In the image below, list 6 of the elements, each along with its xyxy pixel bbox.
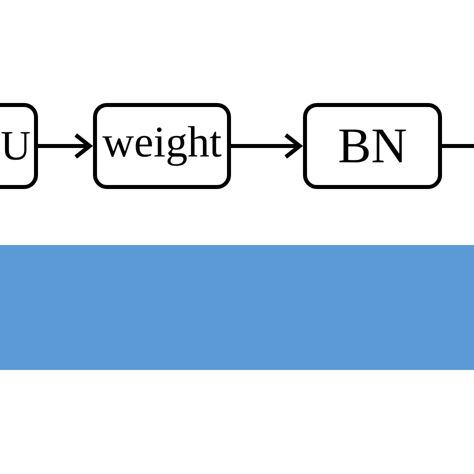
arrow <box>231 133 303 159</box>
process-box: weight <box>93 103 231 189</box>
arrow <box>38 133 93 159</box>
process-box: U <box>0 103 38 189</box>
color-band <box>0 245 474 370</box>
process-box: BN <box>303 103 442 189</box>
